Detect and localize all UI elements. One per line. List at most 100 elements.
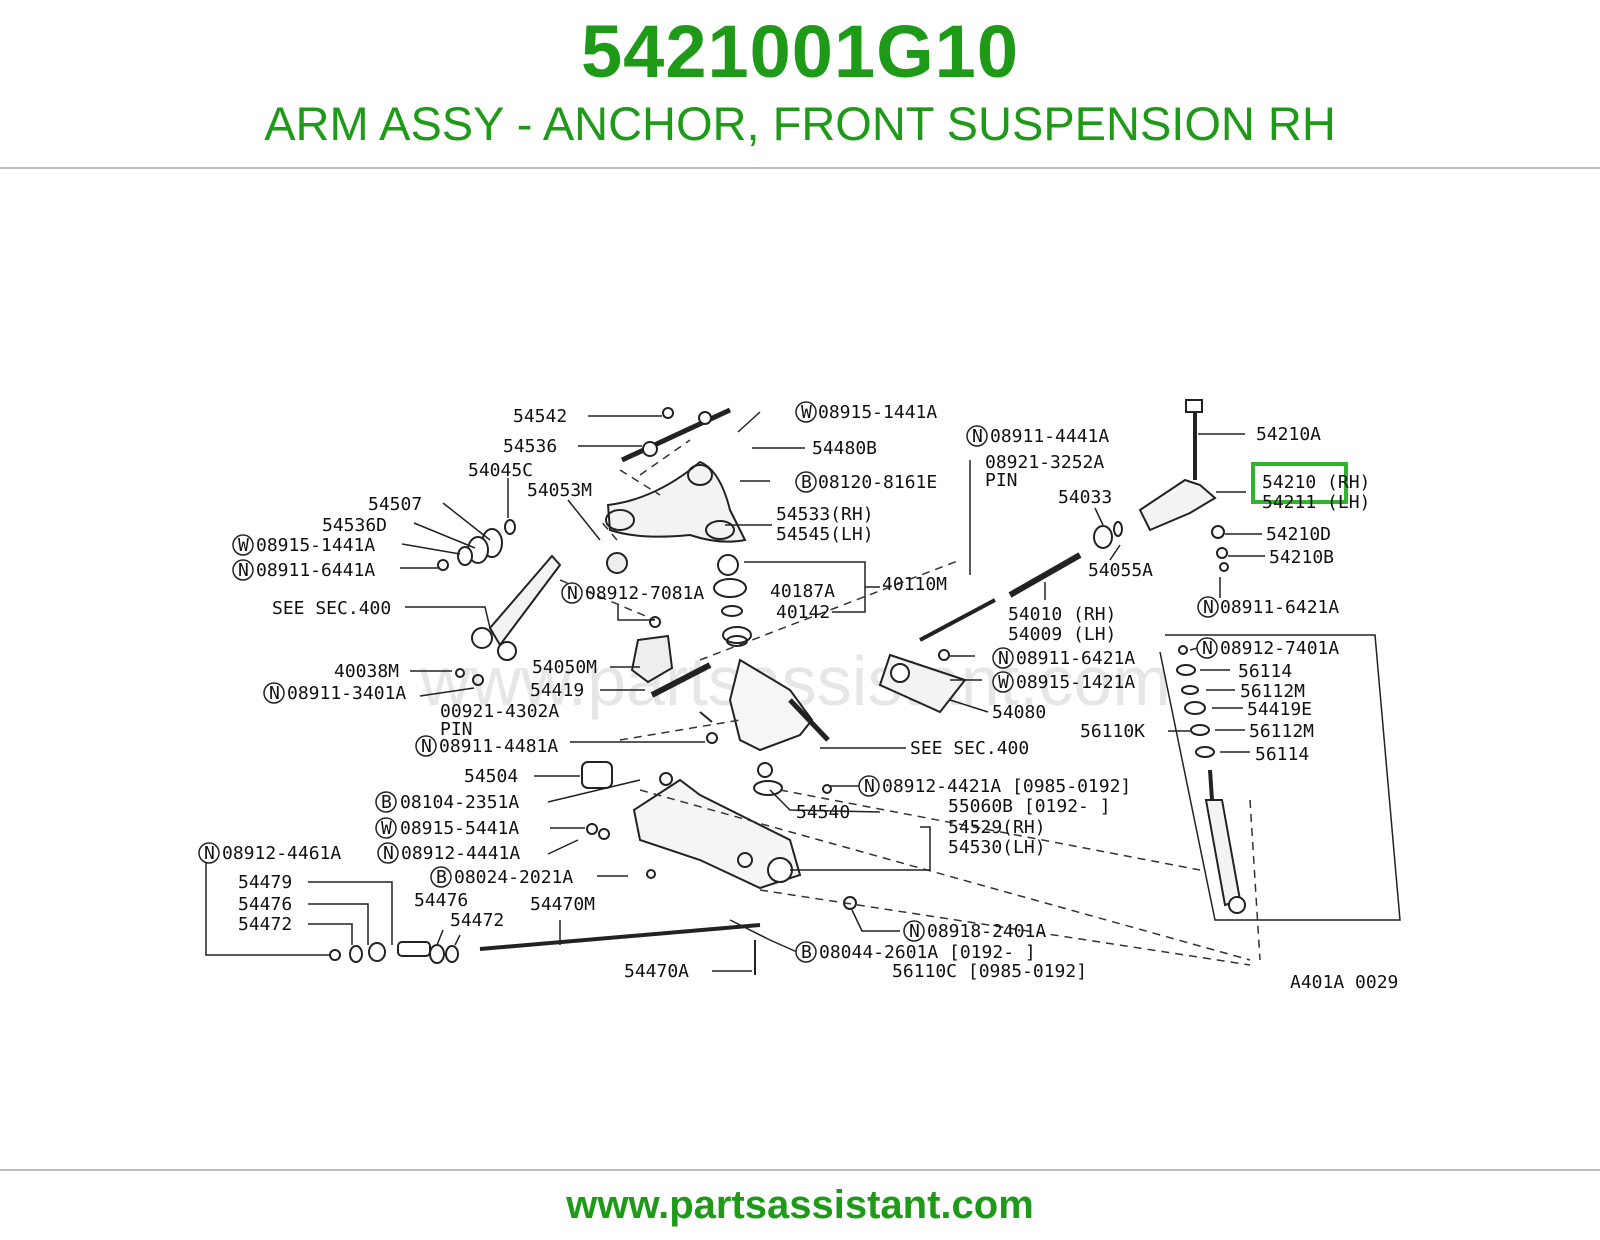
svg-text:N: N bbox=[269, 683, 280, 704]
label-08918-2401a: 08918-2401A bbox=[927, 921, 1046, 942]
label-08104-2351a: 08104-2351A bbox=[400, 792, 519, 813]
svg-text:W: W bbox=[381, 818, 392, 839]
label-54210rh: 54210 (RH) bbox=[1262, 472, 1370, 493]
label-40110m: 40110M bbox=[882, 574, 947, 595]
label-see-sec400-right: SEE SEC.400 bbox=[910, 738, 1029, 759]
label-56112m-bottom: 56112M bbox=[1249, 721, 1314, 742]
label-54211lh: 54211 (LH) bbox=[1262, 492, 1370, 513]
svg-text:N: N bbox=[383, 843, 394, 864]
label-08921-3252a: 08921-3252A bbox=[985, 452, 1104, 473]
part-description: ARM ASSY - ANCHOR, FRONT SUSPENSION RH bbox=[264, 97, 1336, 150]
svg-text:W: W bbox=[998, 672, 1009, 693]
label-54210b: 54210B bbox=[1269, 547, 1334, 568]
label-54210a: 54210A bbox=[1256, 424, 1321, 445]
label-54536: 54536 bbox=[503, 436, 557, 457]
label-00921-4302a: 00921-4302A bbox=[440, 701, 559, 722]
label-08024-2021a: 08024-2021A bbox=[454, 867, 573, 888]
label-54476-left: 54476 bbox=[238, 894, 292, 915]
highlight-box bbox=[1251, 462, 1348, 504]
label-54480b: 54480B bbox=[812, 438, 877, 459]
label-54542: 54542 bbox=[513, 406, 567, 427]
label-08912-7081a: 08912-7081A bbox=[585, 583, 704, 604]
svg-text:N: N bbox=[1203, 597, 1214, 618]
label-54419e: 54419E bbox=[1247, 699, 1312, 720]
svg-text:B: B bbox=[801, 942, 812, 963]
svg-text:N: N bbox=[238, 560, 249, 581]
svg-text:W: W bbox=[801, 402, 812, 423]
leader-lines bbox=[205, 411, 1265, 972]
svg-text:N: N bbox=[864, 776, 875, 797]
label-54545lh: 54545(LH) bbox=[776, 524, 874, 545]
svg-text:N: N bbox=[204, 843, 215, 864]
label-54210d: 54210D bbox=[1266, 524, 1331, 545]
footer-divider bbox=[0, 1169, 1600, 1171]
header-divider bbox=[0, 167, 1600, 169]
svg-text:N: N bbox=[909, 921, 920, 942]
label-54045c: 54045C bbox=[468, 460, 533, 481]
label-54507: 54507 bbox=[368, 494, 422, 515]
label-08912-4461a: 08912-4461A bbox=[222, 843, 341, 864]
label-54479: 54479 bbox=[238, 872, 292, 893]
label-08912-4421a: 08912-4421A [0985-0192] bbox=[882, 776, 1131, 797]
label-54504: 54504 bbox=[464, 766, 518, 787]
label-pin-mid: PIN bbox=[440, 719, 473, 740]
label-08915-1441a-left: 08915-1441A bbox=[256, 535, 375, 556]
label-08044-2601a: 08044-2601A [0192- ] bbox=[819, 942, 1036, 963]
label-54540: 54540 bbox=[796, 802, 850, 823]
svg-text:N: N bbox=[1202, 638, 1213, 659]
part-number: 5421001G10 bbox=[581, 10, 1019, 93]
label-54470a: 54470A bbox=[624, 961, 689, 982]
label-56110c: 56110C [0985-0192] bbox=[892, 961, 1087, 982]
label-40038m: 40038M bbox=[334, 661, 399, 682]
label-08911-4481a: 08911-4481A bbox=[439, 736, 558, 757]
label-56110k: 56110K bbox=[1080, 721, 1145, 742]
label-54055a: 54055A bbox=[1088, 560, 1153, 581]
label-08912-7401a: 08912-7401A bbox=[1220, 638, 1339, 659]
svg-text:W: W bbox=[238, 535, 249, 556]
label-08915-1421a: 08915-1421A bbox=[1016, 672, 1135, 693]
website-link[interactable]: www.partsassistant.com bbox=[566, 1183, 1034, 1227]
label-54529rh: 54529(RH) bbox=[948, 817, 1046, 838]
svg-text:N: N bbox=[972, 426, 983, 447]
label-54033: 54033 bbox=[1058, 487, 1112, 508]
label-54010rh: 54010 (RH) bbox=[1008, 604, 1116, 625]
label-08915-5441a: 08915-5441A bbox=[400, 818, 519, 839]
label-08911-6441a: 08911-6441A bbox=[256, 560, 375, 581]
guide-lines bbox=[559, 439, 1261, 966]
label-08120-8161e: 08120-8161E bbox=[818, 472, 937, 493]
label-55060b: 55060B [0192- ] bbox=[948, 796, 1111, 817]
part-drawings bbox=[329, 399, 1401, 975]
label-54470m: 54470M bbox=[530, 894, 595, 915]
label-08915-1441a-top: 08915-1441A bbox=[818, 402, 937, 423]
svg-text:N: N bbox=[998, 648, 1009, 669]
label-54419: 54419 bbox=[530, 680, 584, 701]
label-08911-3401a: 08911-3401A bbox=[287, 683, 406, 704]
label-54050m: 54050M bbox=[532, 657, 597, 678]
label-54053m: 54053M bbox=[527, 480, 592, 501]
symbol-markers bbox=[198, 401, 1219, 963]
label-see-sec400-left: SEE SEC.400 bbox=[272, 598, 391, 619]
label-pin-top: PIN bbox=[985, 470, 1018, 491]
label-54530lh: 54530(LH) bbox=[948, 837, 1046, 858]
label-54472-right: 54472 bbox=[450, 910, 504, 931]
svg-text:N: N bbox=[567, 583, 578, 604]
label-08911-6421a-mid: 08911-6421A bbox=[1016, 648, 1135, 669]
label-56114-bottom: 56114 bbox=[1255, 744, 1309, 765]
label-54009lh: 54009 (LH) bbox=[1008, 624, 1116, 645]
label-54472-left: 54472 bbox=[238, 914, 292, 935]
svg-text:B: B bbox=[801, 472, 812, 493]
label-54080: 54080 bbox=[992, 702, 1046, 723]
label-54536d: 54536D bbox=[322, 515, 387, 536]
svg-text:B: B bbox=[436, 867, 447, 888]
svg-text:N: N bbox=[421, 736, 432, 757]
label-08911-6421a-right: 08911-6421A bbox=[1220, 597, 1339, 618]
label-40187a: 40187A bbox=[770, 581, 835, 602]
label-54533rh: 54533(RH) bbox=[776, 504, 874, 525]
part-labels: 54542 54536 54045C 54053M 54507 54536D 0… bbox=[222, 402, 1398, 993]
symbol-letters: W N W B N N N N N N N W B W N N B N N B bbox=[204, 402, 1214, 963]
label-54476-right: 54476 bbox=[414, 890, 468, 911]
page-header: 5421001G10 ARM ASSY - ANCHOR, FRONT SUSP… bbox=[0, 0, 1600, 170]
label-56114-top: 56114 bbox=[1238, 661, 1292, 682]
label-08911-4441a: 08911-4441A bbox=[990, 426, 1109, 447]
